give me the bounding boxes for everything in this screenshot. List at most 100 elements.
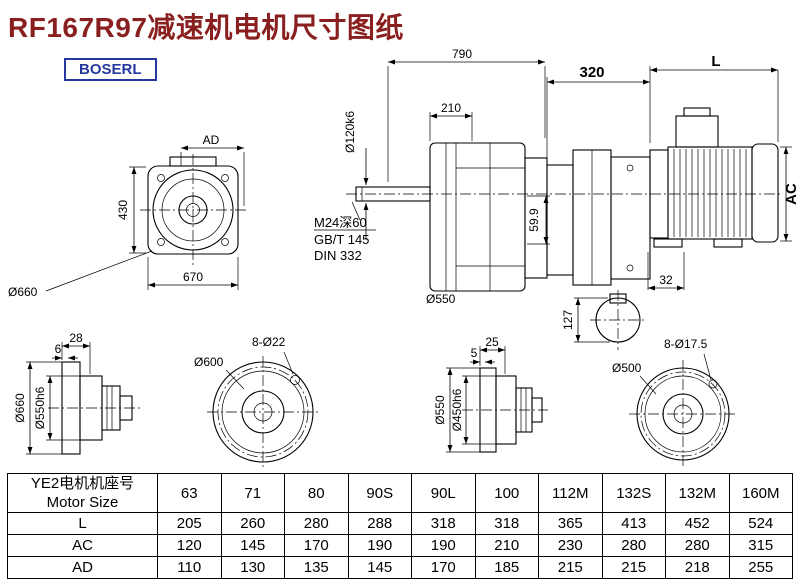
fan-cowl xyxy=(751,143,779,243)
cell: 280 xyxy=(601,534,666,557)
front-dim-ad: AD xyxy=(180,133,245,206)
cell: 205 xyxy=(157,512,222,535)
table-header-label: YE2电机机座号 Motor Size xyxy=(7,473,158,513)
cell: 190 xyxy=(411,534,476,557)
cell: 318 xyxy=(474,512,539,535)
motor-foot-right xyxy=(713,238,743,248)
dim-599-label: 59.9 xyxy=(527,208,541,232)
dim-210-label: 210 xyxy=(441,101,461,115)
cell: 215 xyxy=(538,556,603,579)
dim-32-label: 32 xyxy=(659,273,673,287)
dim-660-od: Ø660 xyxy=(13,361,62,455)
shaft-thread-note: M24深60 GB/T 145 DIN 332 xyxy=(314,201,376,263)
cell: 413 xyxy=(601,512,666,535)
bolt-hole xyxy=(290,375,300,385)
flange550-profile-view xyxy=(462,367,548,453)
technical-drawing: AD 430 670 Ø660 790 210 xyxy=(8,47,800,468)
header-en: Motor Size xyxy=(46,494,119,511)
dim-25: 25 xyxy=(479,335,506,374)
thread-spec-label: M24深60 xyxy=(314,215,367,230)
col-header: 132M xyxy=(665,473,730,513)
cell: 260 xyxy=(220,512,285,535)
dim-5: 5 xyxy=(470,346,495,365)
header-cn: YE2电机机座号 xyxy=(30,475,135,492)
cell: 230 xyxy=(538,534,603,557)
adapter-bell xyxy=(546,164,574,276)
cell: 218 xyxy=(665,556,730,579)
cell: 145 xyxy=(220,534,285,557)
cell: 524 xyxy=(728,512,793,535)
table-row-L: L 205 260 280 288 318 318 365 413 452 52… xyxy=(7,512,793,535)
dim-shaft-dia-label: Ø120k6 xyxy=(343,111,357,153)
flange660-profile-view xyxy=(48,361,140,455)
dim-ad-label: AD xyxy=(203,133,220,147)
dim-790: 790 xyxy=(387,47,546,182)
dim-59-9: 59.9 xyxy=(527,195,550,245)
terminal-box xyxy=(675,115,719,148)
dim-L: L xyxy=(650,53,779,142)
front-dim-660: Ø660 xyxy=(8,250,153,299)
dim-450h6-label: Ø450h6 xyxy=(450,388,464,431)
cell: 365 xyxy=(538,512,603,535)
dim-6-label: 6 xyxy=(55,342,62,356)
dim-320: 320 xyxy=(546,64,651,160)
gb-standard-label: GB/T 145 xyxy=(314,232,369,247)
dim-660-od-label: Ø660 xyxy=(13,393,27,423)
cell: 135 xyxy=(284,556,349,579)
shaft-section-view xyxy=(590,290,646,350)
front-dim-670: 670 xyxy=(147,257,239,290)
brand-logo: BOSERL xyxy=(64,58,157,81)
col-header: 112M xyxy=(538,473,603,513)
page-title: RF167R97减速机电机尺寸图纸 xyxy=(8,12,404,43)
dim-550-flange-label: Ø550 xyxy=(426,292,456,306)
dim-660-label: Ø660 xyxy=(8,285,38,299)
cell: 170 xyxy=(284,534,349,557)
col-header: 80 xyxy=(284,473,349,513)
dim-320-label: 320 xyxy=(579,64,604,81)
col-header: 63 xyxy=(157,473,222,513)
flange500-face-view: Ø500 8-Ø17.5 xyxy=(612,337,737,468)
dim-500-label: Ø500 xyxy=(612,361,642,375)
cell: 190 xyxy=(347,534,412,557)
cell: 318 xyxy=(411,512,476,535)
motor-side-view xyxy=(649,107,779,248)
col-header: 90L xyxy=(411,473,476,513)
motor-size-table: YE2电机机座号 Motor Size 63 71 80 90S 90L 100… xyxy=(7,473,793,579)
gear-housing xyxy=(429,142,526,292)
dim-430-label: 430 xyxy=(116,200,130,220)
dim-600-label: Ø600 xyxy=(194,355,224,369)
dim-550h6: Ø550h6 xyxy=(33,375,80,441)
dim-790-label: 790 xyxy=(452,47,472,61)
dim-127-label: 127 xyxy=(561,310,575,330)
front-flange-circle xyxy=(152,169,234,251)
dim-25-label: 25 xyxy=(485,335,499,349)
gearbox-side-view xyxy=(346,142,780,292)
cell: 288 xyxy=(347,512,412,535)
dim-8x175-label: 8-Ø17.5 xyxy=(664,337,708,351)
terminal-box-cap xyxy=(683,107,711,117)
row-label: L xyxy=(7,512,158,535)
cell: 110 xyxy=(157,556,222,579)
cell: 210 xyxy=(474,534,539,557)
cell: 215 xyxy=(601,556,666,579)
cell: 280 xyxy=(284,512,349,535)
dim-28: 28 xyxy=(61,331,91,374)
cell: 280 xyxy=(665,534,730,557)
din-standard-label: DIN 332 xyxy=(314,248,362,263)
cell: 255 xyxy=(728,556,793,579)
dim-32: 32 xyxy=(647,252,685,291)
dim-28-label: 28 xyxy=(69,331,83,345)
cell: 170 xyxy=(411,556,476,579)
cell: 145 xyxy=(347,556,412,579)
dim-L-label: L xyxy=(711,53,720,70)
dim-550h6-label: Ø550h6 xyxy=(33,386,47,429)
bolt-hole xyxy=(708,379,718,389)
col-header: 100 xyxy=(474,473,539,513)
col-header: 160M xyxy=(728,473,793,513)
gearbox-front-view xyxy=(140,154,248,266)
dim-shaft-diameter: Ø120k6 xyxy=(343,111,369,240)
col-header: 132S xyxy=(601,473,666,513)
col-header: 71 xyxy=(220,473,285,513)
dim-6: 6 xyxy=(52,342,78,361)
motor-foot-left xyxy=(653,238,683,248)
